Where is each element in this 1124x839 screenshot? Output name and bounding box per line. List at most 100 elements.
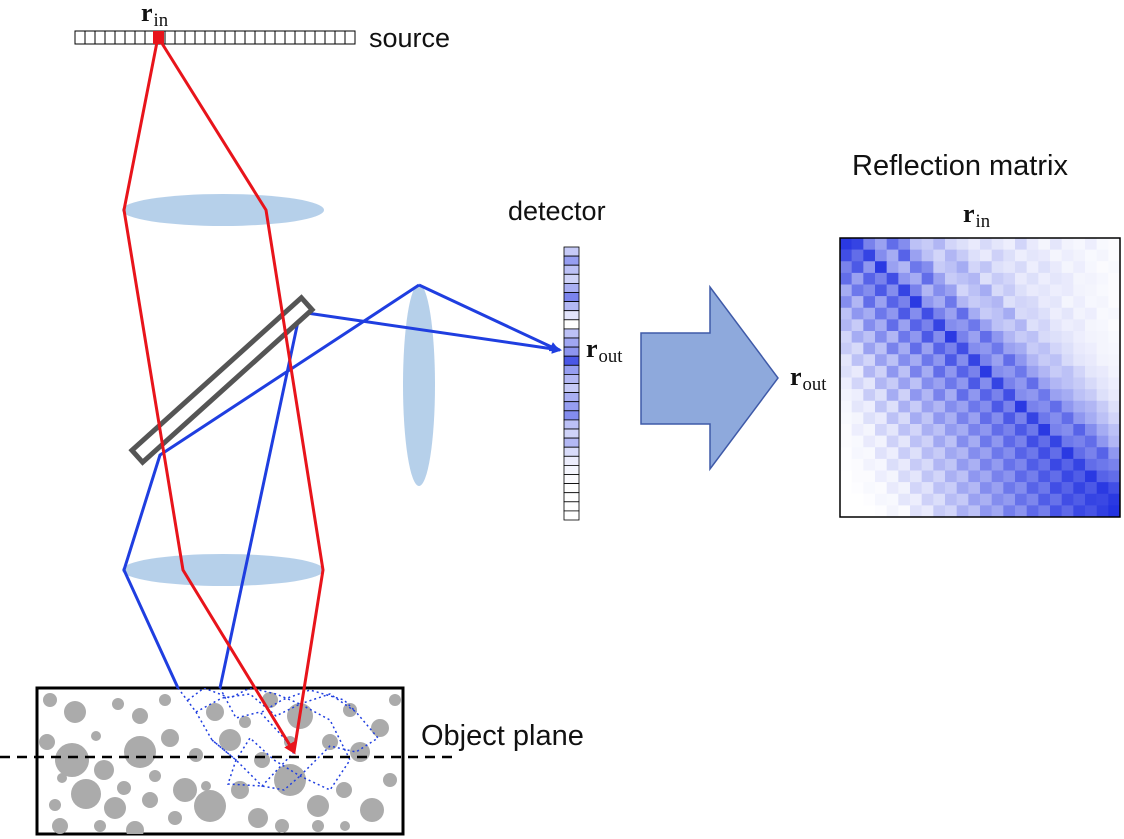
matrix-cell (1073, 458, 1086, 471)
matrix-cell (840, 447, 852, 460)
matrix-cell (840, 319, 852, 332)
source-cell (314, 30, 326, 45)
matrix-cell (956, 424, 969, 436)
matrix-cell (956, 307, 969, 320)
matrix-cell (840, 354, 852, 367)
detector-array (563, 246, 580, 521)
matrix-cell (980, 389, 992, 402)
matrix-cell (1108, 412, 1121, 425)
matrix-cell (1073, 505, 1086, 518)
detector-lens (403, 284, 435, 486)
matrix-cell (910, 284, 922, 297)
matrix-cell (968, 482, 981, 495)
matrix-cell (956, 354, 969, 367)
matrix-cell (1061, 296, 1074, 309)
matrix-cell (1038, 458, 1051, 471)
matrix-cell (991, 238, 1004, 250)
matrix-cell (910, 458, 922, 471)
matrix-cell (886, 261, 899, 274)
matrix-cell (1085, 342, 1097, 355)
matrix-cell (1050, 249, 1062, 262)
matrix-cell (991, 354, 1004, 367)
matrix-cell (1038, 331, 1051, 343)
matrix-cell (933, 272, 946, 285)
matrix-cell (1026, 331, 1039, 343)
matrix-cell (968, 331, 981, 343)
detector-cell (563, 246, 580, 257)
matrix-cell (1061, 412, 1074, 425)
matrix-cell (886, 412, 899, 425)
matrix-cell (910, 470, 922, 483)
matrix-cell (968, 319, 981, 332)
matrix-cell (968, 307, 981, 320)
matrix-cell (1038, 307, 1051, 320)
matrix-cell (1096, 238, 1109, 250)
matrix-cell (968, 493, 981, 506)
matrix-cell (980, 470, 992, 483)
matrix-cell (898, 400, 911, 413)
matrix-cell (1015, 307, 1027, 320)
matrix-cell (851, 307, 864, 320)
matrix-cell (851, 377, 864, 390)
matrix-cell (840, 505, 852, 518)
matrix-cell (980, 296, 992, 309)
matrix-cell (991, 319, 1004, 332)
detector-cell (563, 483, 580, 494)
source-cell (124, 30, 136, 45)
matrix-cell (886, 424, 899, 436)
detector-cell (563, 337, 580, 348)
matrix-cell (1085, 400, 1097, 413)
source-cell (334, 30, 346, 45)
matrix-cell (1073, 400, 1086, 413)
matrix-cell (1096, 505, 1109, 518)
matrix-cell (1061, 377, 1074, 390)
matrix-cell (1061, 482, 1074, 495)
matrix-cell (1038, 342, 1051, 355)
matrix-cell (1038, 400, 1051, 413)
matrix-cell (1026, 493, 1039, 506)
matrix-cell (898, 470, 911, 483)
matrix-cell (875, 354, 887, 367)
scatterer-particle (307, 795, 329, 817)
detector-cell (563, 373, 580, 384)
matrix-cell (840, 482, 852, 495)
matrix-cell (1003, 412, 1016, 425)
matrix-cell (875, 493, 887, 506)
matrix-cell (968, 412, 981, 425)
scatterer-particle (201, 781, 211, 791)
matrix-cell (1108, 470, 1121, 483)
matrix-cell (1015, 412, 1027, 425)
matrix-cell (945, 319, 957, 332)
matrix-cell (956, 319, 969, 332)
matrix-cell (851, 342, 864, 355)
scatterer-particle (124, 736, 156, 768)
matrix-cell (1015, 342, 1027, 355)
matrix-cell (945, 493, 957, 506)
matrix-cell (863, 261, 876, 274)
matrix-cell (980, 412, 992, 425)
matrix-cell (1073, 470, 1086, 483)
scatterer-particle (43, 693, 57, 707)
matrix-cell (1015, 261, 1027, 274)
matrix-cell (1003, 377, 1016, 390)
scatterer-particle (55, 743, 89, 777)
scatterer-particle (336, 782, 352, 798)
matrix-cell (956, 261, 969, 274)
matrix-cell (886, 354, 899, 367)
source-cell (264, 30, 276, 45)
matrix-cell (1061, 319, 1074, 332)
reflected-ray-right (218, 310, 562, 689)
matrix-cell (875, 296, 887, 309)
matrix-cell (980, 424, 992, 436)
matrix-cell (945, 435, 957, 448)
matrix-cell (886, 272, 899, 285)
detector-cell (563, 355, 580, 366)
matrix-cell (921, 354, 934, 367)
matrix-cell (1108, 249, 1121, 262)
matrix-cell (1108, 331, 1121, 343)
matrix-cell (1003, 238, 1016, 250)
matrix-cell (945, 482, 957, 495)
matrix-cell (921, 238, 934, 250)
scattering-medium (35, 686, 405, 836)
